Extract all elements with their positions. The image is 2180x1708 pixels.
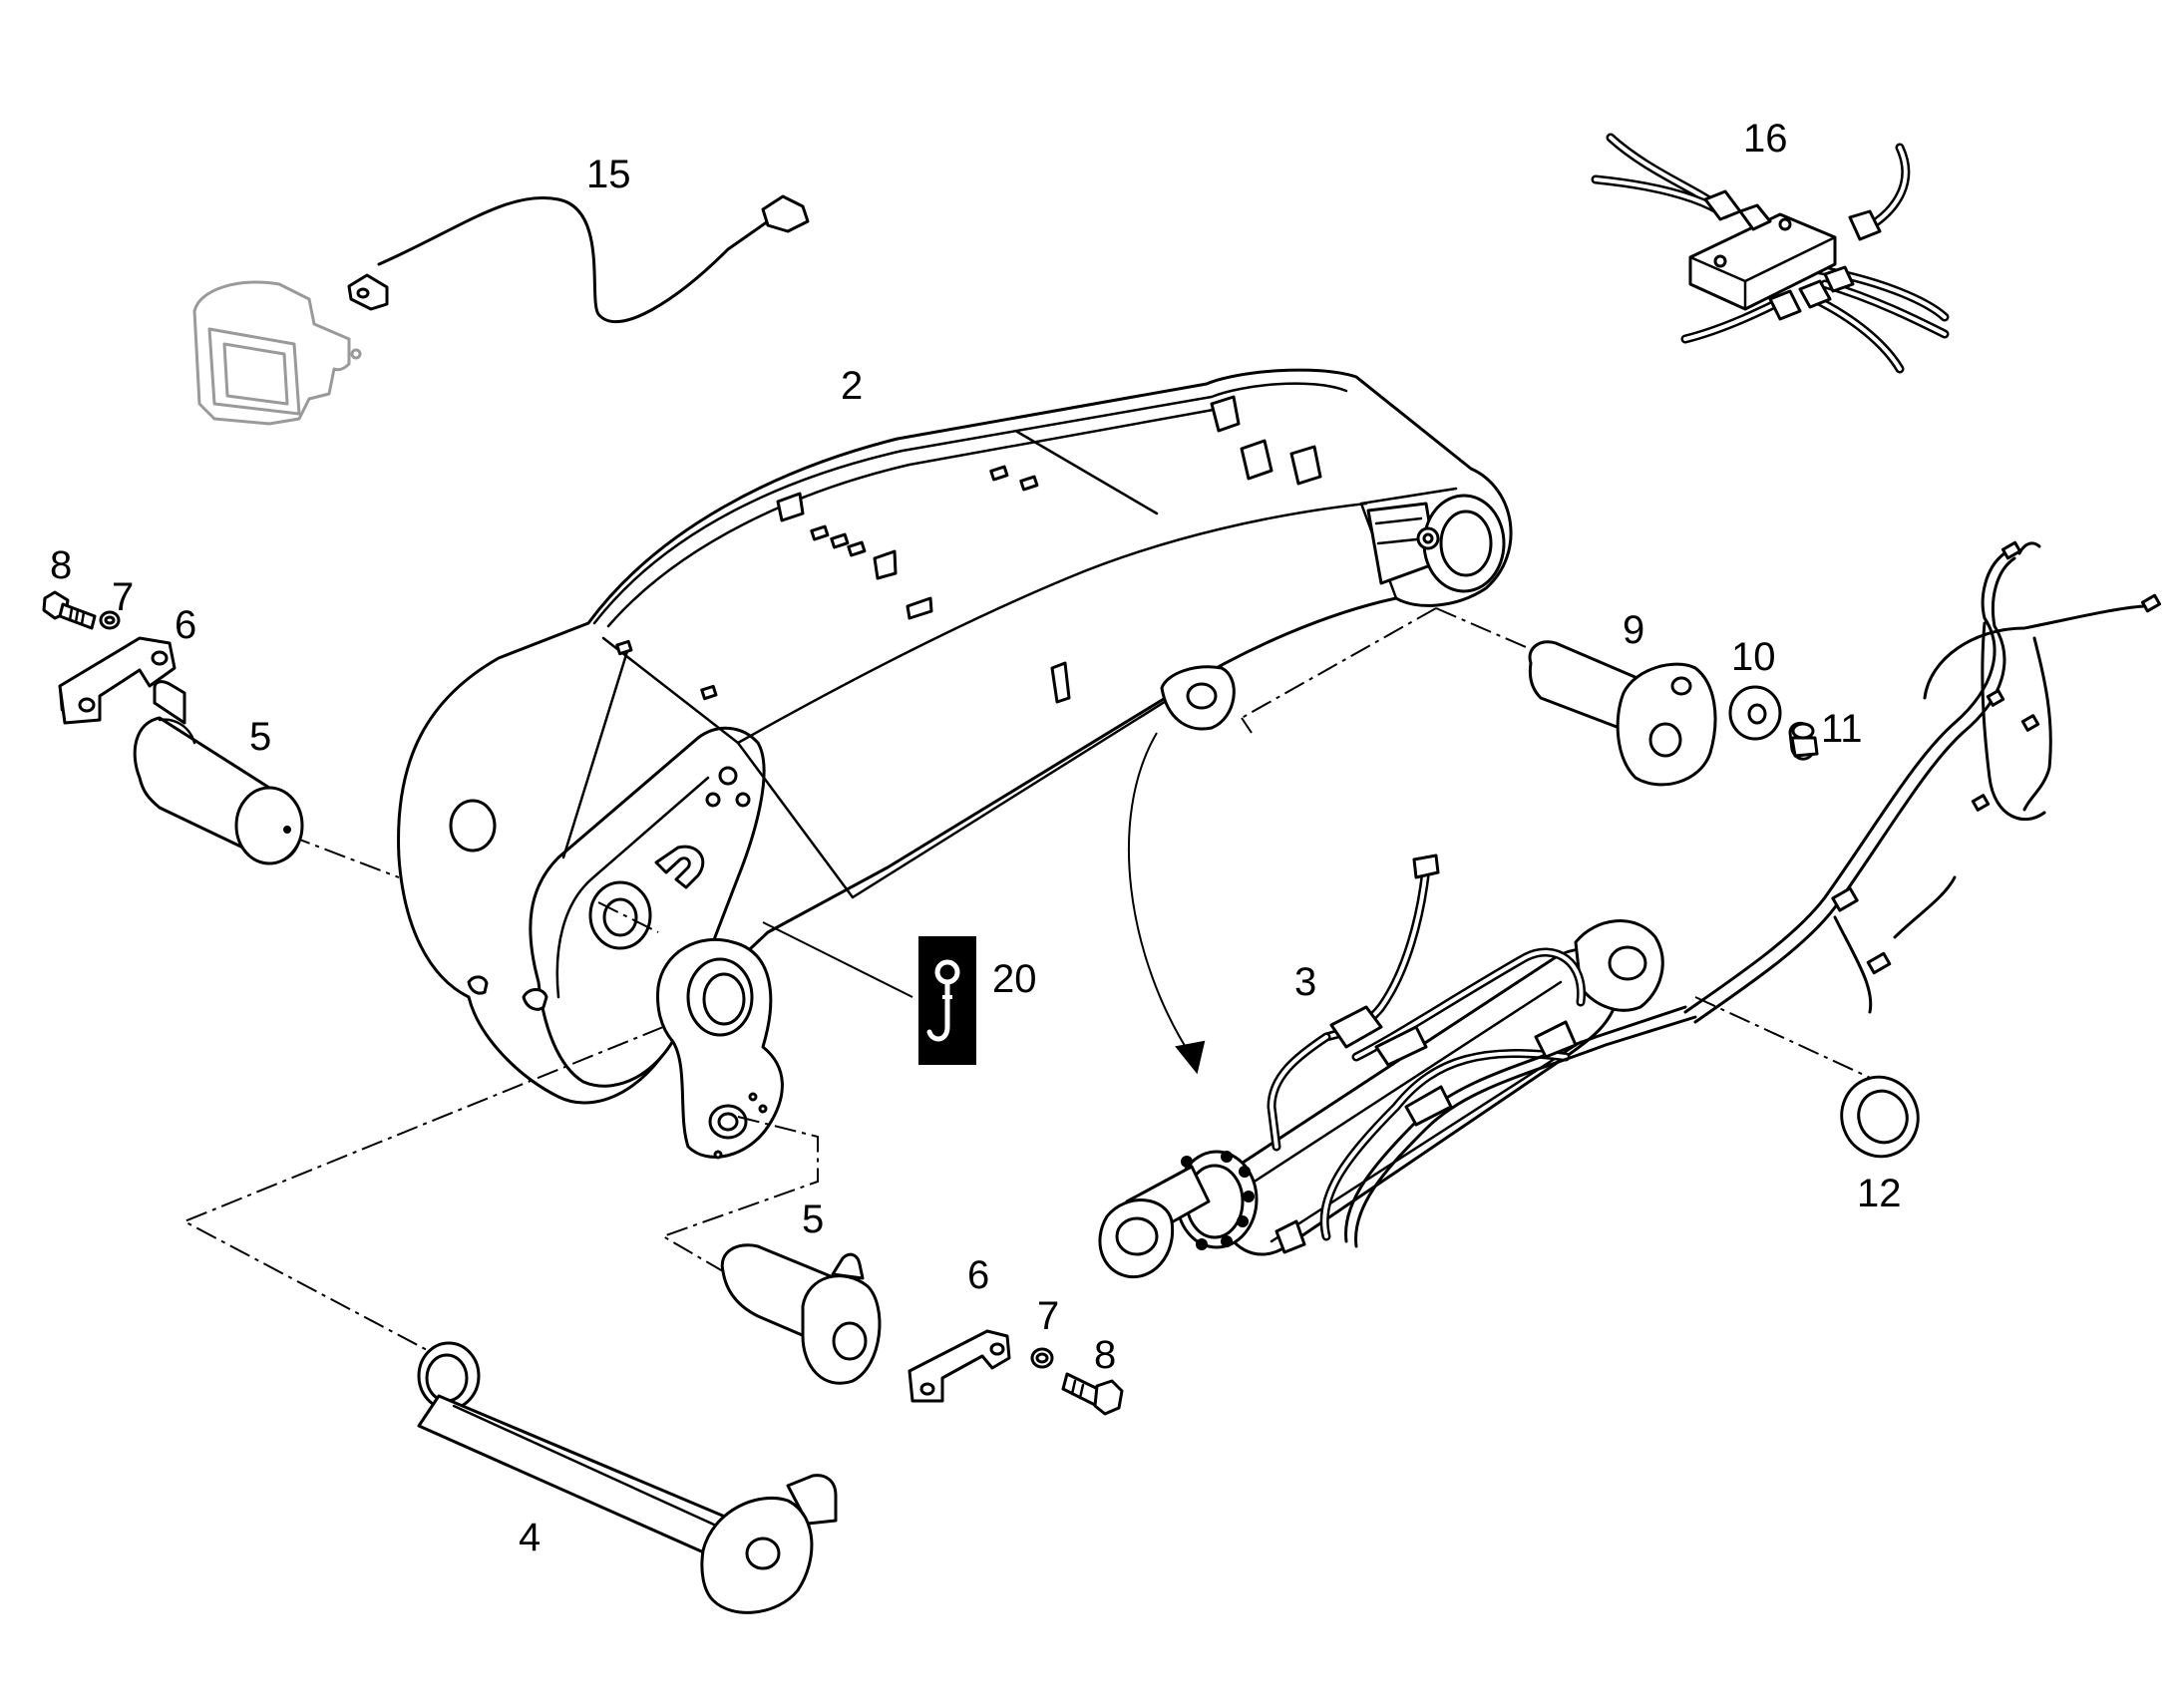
callout-8-upper: 8 (50, 543, 72, 587)
callout-9: 9 (1623, 608, 1644, 652)
washer-part-7-upper[interactable] (99, 610, 121, 630)
link-bracket[interactable] (656, 937, 784, 1160)
sensor-part-15[interactable] (192, 194, 810, 426)
callout-4: 4 (519, 1516, 541, 1559)
crane-hook-icon (926, 959, 960, 1042)
callout-3: 3 (1294, 960, 1316, 1004)
callout-15: 15 (586, 153, 631, 196)
bolt-part-11[interactable] (1788, 721, 1819, 761)
clamp-part-6-lower[interactable] (908, 1329, 1011, 1403)
pin-part-5-lower[interactable] (720, 1243, 882, 1385)
washer-part-12[interactable] (1831, 1066, 1930, 1167)
pin-part-9[interactable] (1528, 640, 1717, 787)
callout-11: 11 (1821, 707, 1863, 751)
bolt-part-8-upper[interactable] (42, 590, 97, 630)
callout-8-lower: 8 (1094, 1333, 1116, 1377)
pin-part-5-upper[interactable] (133, 680, 304, 865)
callout-5-upper: 5 (249, 715, 271, 759)
washer-part-10[interactable] (1728, 685, 1782, 741)
hydraulic-cylinder-part-3[interactable] (1098, 854, 1697, 1279)
callout-5-lower: 5 (802, 1197, 824, 1241)
pin-part-4[interactable] (417, 1341, 838, 1614)
lifting-label-part-20[interactable] (918, 936, 976, 1065)
clamp-part-6-upper[interactable] (58, 636, 177, 725)
callout-20: 20 (992, 957, 1037, 1001)
callout-6-lower: 6 (967, 1253, 989, 1297)
callout-6-upper: 6 (175, 603, 196, 647)
wiring-harness[interactable] (1683, 540, 2162, 1024)
washer-part-7-lower[interactable] (1030, 1347, 1054, 1369)
callout-10: 10 (1731, 635, 1776, 679)
assembly-lines (182, 607, 1891, 1352)
valve-block-part-16[interactable] (1591, 133, 1950, 374)
callout-16: 16 (1743, 117, 1788, 161)
bolt-part-8-lower[interactable] (1061, 1372, 1124, 1416)
callout-2: 2 (841, 364, 863, 408)
boom-part-2[interactable] (397, 368, 1513, 1105)
callout-labels: 2 3 4 5 5 6 6 7 7 8 8 9 10 11 12 15 16 2… (50, 117, 1902, 1559)
callout-12: 12 (1857, 1172, 1902, 1215)
callout-7-lower: 7 (1037, 1294, 1059, 1338)
callout-7-upper: 7 (112, 575, 134, 619)
